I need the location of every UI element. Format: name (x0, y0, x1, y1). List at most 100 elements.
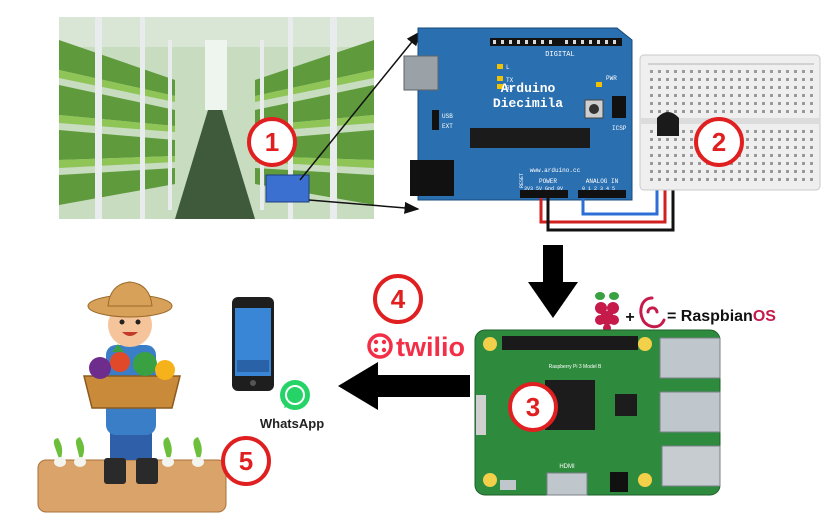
breadboard-hole (786, 110, 789, 113)
vegetable-basket (83, 375, 181, 409)
raspbian-label: = Raspbian (667, 308, 753, 325)
breadboard-hole (746, 138, 749, 141)
plus-sign: + (625, 309, 634, 326)
breadboard-hole (690, 102, 693, 105)
breadboard-hole (674, 178, 677, 181)
breadboard-hole (658, 102, 661, 105)
breadboard-hole (730, 86, 733, 89)
breadboard-hole (658, 170, 661, 173)
breadboard-hole (778, 70, 781, 73)
breadboard-hole (658, 162, 661, 165)
breadboard-hole (706, 110, 709, 113)
breadboard-hole (682, 86, 685, 89)
whatsapp-icon (280, 380, 310, 410)
breadboard-hole (666, 154, 669, 157)
breadboard-hole (682, 102, 685, 105)
breadboard-hole (714, 178, 717, 181)
breadboard-hole (810, 138, 813, 141)
breadboard-hole (730, 170, 733, 173)
raspberry-pi-logo-icon (595, 292, 619, 332)
breadboard-hole (658, 94, 661, 97)
breadboard-hole (674, 94, 677, 97)
svg-text:= RaspbianOS: = RaspbianOS (667, 308, 776, 325)
breadboard-hole (786, 86, 789, 89)
breadboard-hole (658, 70, 661, 73)
breadboard-hole (650, 154, 653, 157)
breadboard-hole (794, 110, 797, 113)
breadboard-hole (754, 146, 757, 149)
soil-bed (37, 459, 227, 513)
breadboard-hole (674, 138, 677, 141)
breadboard-hole (658, 154, 661, 157)
breadboard-hole (722, 86, 725, 89)
breadboard-hole (698, 110, 701, 113)
breadboard-hole (698, 162, 701, 165)
analog-pins-label: 0 1 2 3 4 5 (582, 186, 615, 192)
breadboard-hole (650, 78, 653, 81)
breadboard-hole (682, 110, 685, 113)
usb-port-2 (659, 391, 721, 433)
breadboard-hole (786, 102, 789, 105)
breadboard-hole (674, 154, 677, 157)
breadboard-hole (722, 102, 725, 105)
breadboard-hole (762, 94, 765, 97)
raspbian-os-banner: + = RaspbianOS (595, 292, 776, 332)
breadboard-hole (682, 178, 685, 181)
breadboard-hole (650, 146, 653, 149)
breadboard-hole (810, 170, 813, 173)
breadboard-hole (770, 146, 773, 149)
breadboard-hole (802, 178, 805, 181)
breadboard-hole (794, 102, 797, 105)
breadboard-hole (690, 86, 693, 89)
microcontroller-chip (470, 128, 590, 148)
breadboard-hole (730, 94, 733, 97)
breadboard-hole (682, 94, 685, 97)
breadboard-hole (810, 162, 813, 165)
breadboard-hole (690, 70, 693, 73)
breadboard-hole (706, 86, 709, 89)
breadboard-hole (770, 94, 773, 97)
breadboard-hole (802, 146, 805, 149)
whatsapp-label: WhatsApp (260, 416, 324, 431)
usb-port-1 (659, 337, 721, 379)
breadboard-hole (746, 110, 749, 113)
breadboard-hole (690, 78, 693, 81)
breadboard-hole (778, 154, 781, 157)
breadboard-hole (778, 110, 781, 113)
breadboard-hole (770, 162, 773, 165)
breadboard-hole (810, 146, 813, 149)
breadboard-hole (690, 110, 693, 113)
power-pins-label: 3V3 5V Gnd 9V (524, 186, 563, 192)
breadboard-hole (650, 162, 653, 165)
ext-label: EXT (442, 123, 453, 130)
breadboard-hole (714, 94, 717, 97)
breadboard-hole (770, 130, 773, 133)
twilio-label: twilio (396, 332, 465, 362)
breadboard-hole (698, 78, 701, 81)
breadboard-hole (746, 154, 749, 157)
breadboard-hole (762, 86, 765, 89)
breadboard-hole (746, 70, 749, 73)
breadboard-hole (738, 102, 741, 105)
breadboard-hole (754, 102, 757, 105)
breadboard-hole (722, 78, 725, 81)
breadboard-hole (746, 130, 749, 133)
breadboard-hole (770, 138, 773, 141)
breadboard-hole (690, 130, 693, 133)
breadboard-hole (802, 78, 805, 81)
arduino-board: Arduino Diecimila DIGITAL www.arduino.cc… (403, 27, 633, 201)
farmer-illustration (37, 281, 227, 513)
breadboard-hole (770, 154, 773, 157)
breadboard-hole (666, 78, 669, 81)
breadboard-hole (706, 78, 709, 81)
breadboard-hole (722, 110, 725, 113)
icsp-label: ICSP (612, 125, 627, 132)
breadboard-hole (762, 102, 765, 105)
breadboard-hole (690, 154, 693, 157)
breadboard-hole (666, 162, 669, 165)
breadboard-hole (770, 78, 773, 81)
breadboard-hole (674, 146, 677, 149)
breadboard-hole (682, 170, 685, 173)
step-badge-3: 3 (508, 382, 558, 432)
power-jack (410, 160, 454, 196)
